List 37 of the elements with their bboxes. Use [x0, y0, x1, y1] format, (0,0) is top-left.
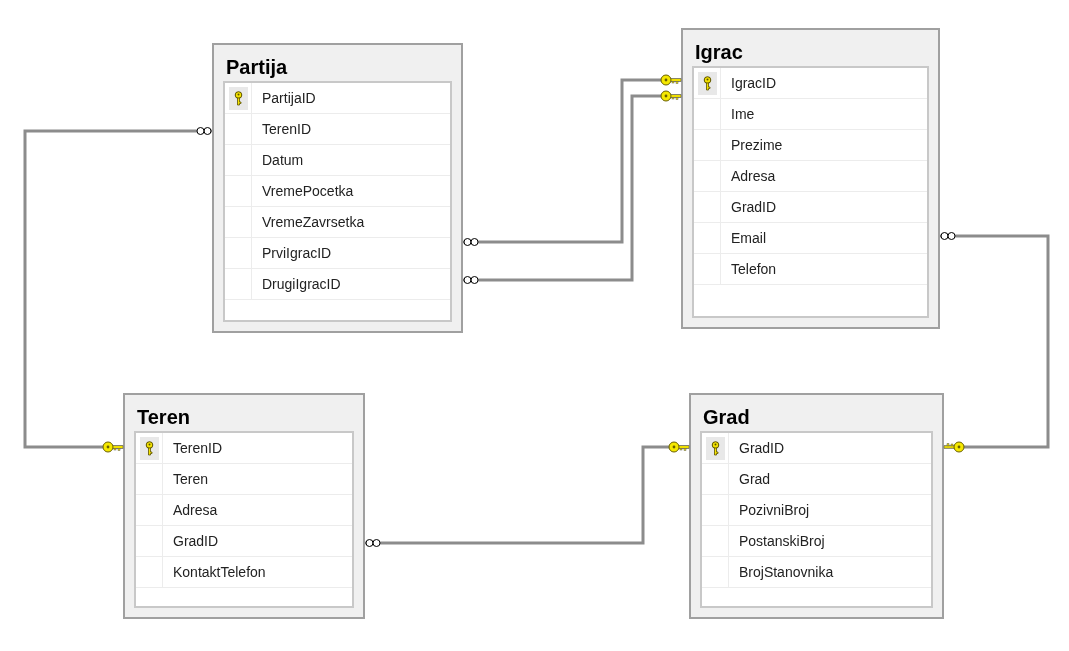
column-name: Datum: [262, 152, 304, 168]
column-name: Ime: [731, 106, 755, 122]
column-name: Adresa: [173, 502, 218, 518]
table-title: Grad: [703, 406, 750, 428]
column-name: PostanskiBroj: [739, 533, 825, 549]
column-name: Email: [731, 230, 766, 246]
table-title: Partija: [226, 56, 288, 78]
table-box: [681, 28, 940, 329]
relationship-line: [940, 232, 1050, 453]
column-name: GradID: [739, 440, 785, 456]
column-name: PrviIgracID: [262, 245, 332, 261]
relationship-line: [23, 127, 212, 453]
column-name: GradID: [173, 533, 219, 549]
column-name: VremeZavrsetka: [262, 214, 365, 230]
column-name: Prezime: [731, 137, 783, 153]
table-box: [123, 393, 365, 619]
relationship-line: [463, 90, 682, 284]
column-name: GradID: [731, 199, 777, 215]
column-name: PartijaID: [262, 90, 316, 106]
column-name: PozivniBroj: [739, 502, 810, 518]
column-name: KontaktTelefon: [173, 564, 266, 580]
column-name: TerenID: [173, 440, 223, 456]
table-title: Igrac: [695, 41, 743, 63]
table-title: Teren: [137, 406, 190, 428]
relationship-line: [365, 441, 690, 547]
column-name: BrojStanovnika: [739, 564, 834, 580]
column-name: VremePocetka: [262, 183, 354, 199]
column-name: Teren: [173, 471, 209, 487]
column-name: TerenID: [262, 121, 312, 137]
table-box: [689, 393, 944, 619]
column-name: Adresa: [731, 168, 776, 184]
column-name: IgracID: [731, 75, 777, 91]
column-name: Telefon: [731, 261, 777, 277]
table-box: [212, 43, 463, 333]
relationship-line: [463, 74, 682, 246]
column-name: DrugiIgracID: [262, 276, 341, 292]
column-name: Grad: [739, 471, 771, 487]
